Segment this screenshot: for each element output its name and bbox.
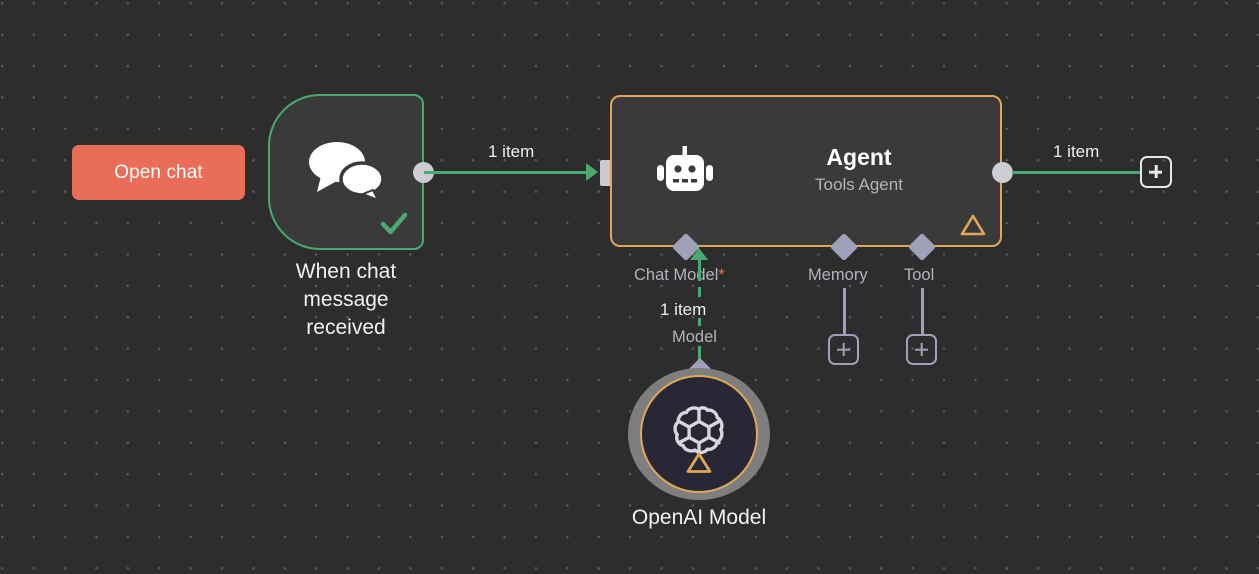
warning-triangle-icon[interactable]	[686, 451, 712, 474]
warning-triangle-icon[interactable]	[960, 213, 986, 237]
agent-output-port[interactable]	[992, 162, 1013, 183]
open-chat-button[interactable]: Open chat	[72, 145, 245, 200]
connector-tool-stem	[920, 288, 924, 334]
connection-model-segment[interactable]	[697, 287, 701, 297]
connector-memory-stem	[842, 288, 846, 334]
port-label-chat-model-text: Chat Model	[634, 266, 719, 284]
port-label-memory: Memory	[808, 266, 868, 284]
node-label-openai-model: OpenAI Model	[631, 506, 767, 529]
connection-trigger-to-agent[interactable]	[424, 170, 586, 174]
connection-sublabel-model: Model	[672, 328, 717, 346]
openai-node-inner	[640, 375, 758, 493]
chat-bubbles-icon	[309, 141, 385, 200]
add-tool-button[interactable]	[906, 334, 937, 365]
openai-logo-icon	[673, 406, 724, 455]
port-label-tool: Tool	[904, 266, 935, 284]
connection-label-model: 1 item	[660, 300, 707, 319]
connection-model-segment[interactable]	[697, 318, 701, 326]
connection-arrow-icon	[586, 163, 598, 181]
agent-title: Agent	[826, 143, 892, 170]
check-icon	[380, 212, 408, 235]
node-when-chat-message-received[interactable]	[268, 94, 424, 250]
agent-subtitle: Tools Agent	[815, 174, 903, 194]
port-label-chat-model: Chat Model*	[634, 266, 725, 285]
node-openai-model[interactable]	[628, 368, 770, 500]
connection-label-trigger-to-agent: 1 item	[488, 142, 535, 161]
add-node-button[interactable]	[1140, 156, 1172, 188]
connection-model-segment[interactable]	[697, 257, 701, 281]
add-memory-button[interactable]	[828, 334, 859, 365]
connection-arrow-model-icon	[690, 248, 708, 260]
node-agent[interactable]: Agent Tools Agent	[610, 95, 1002, 247]
agent-input-port[interactable]	[600, 160, 613, 186]
required-asterisk: *	[718, 266, 725, 284]
connection-label-agent-output: 1 item	[1053, 142, 1100, 161]
trigger-output-port[interactable]	[413, 162, 434, 183]
connection-agent-to-add[interactable]	[1012, 170, 1140, 174]
node-label-trigger: When chat message received	[295, 260, 397, 339]
robot-icon	[657, 146, 713, 191]
agent-text-block: Agent Tools Agent	[732, 143, 986, 197]
